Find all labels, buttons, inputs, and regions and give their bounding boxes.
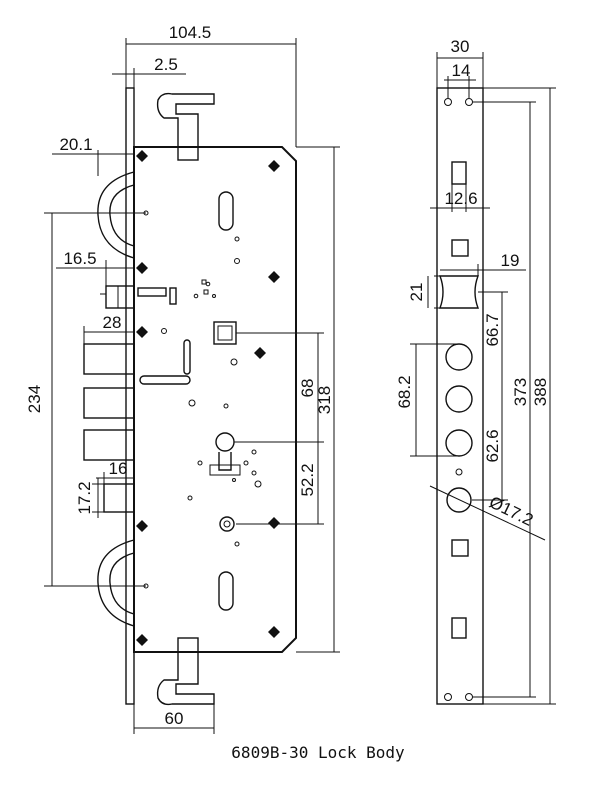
cylinder-cutout — [215, 432, 235, 471]
side-bolt-hole-1 — [445, 343, 473, 371]
dim-center-span: 373 — [511, 378, 530, 406]
dim-faceplate-offset: 2.5 — [154, 55, 178, 74]
front-small-holes — [143, 210, 262, 589]
lower-cam-hole — [219, 516, 235, 532]
latch-bolt — [105, 285, 135, 309]
bottom-hookbolt-inner — [109, 552, 135, 615]
dim-hole-spacing: 14 — [452, 61, 471, 80]
bottom-hook-base — [177, 637, 199, 653]
dim-slot-width: 12.6 — [444, 189, 477, 208]
dim-latch-height: 21 — [407, 283, 426, 302]
dim-latch-width: 19 — [501, 251, 520, 270]
side-small-hole — [455, 468, 463, 476]
dim-bolt-span: 234 — [25, 385, 44, 413]
side-slot-3 — [451, 539, 469, 557]
side-hole-br — [465, 693, 473, 701]
dim-overall-height: 388 — [531, 378, 550, 406]
side-view: 30 14 12.6 19 21 66.7 68.2 373 388 62.6 … — [395, 37, 556, 705]
front-dimension-lines — [44, 38, 340, 734]
side-faceplate — [436, 87, 484, 705]
dim-bolt-length: 28 — [103, 313, 122, 332]
top-hookbolt-outer — [97, 171, 135, 259]
latch-tail — [137, 287, 167, 297]
side-slot-2 — [451, 239, 469, 257]
side-slot-bottom — [451, 617, 467, 639]
bottom-slot — [218, 571, 234, 611]
aux-bolt — [103, 483, 135, 513]
side-hole-bl — [444, 693, 452, 701]
deadbolt-1 — [83, 343, 135, 375]
side-bolt-hole-3 — [445, 429, 473, 457]
side-latch-window — [438, 275, 480, 309]
side-hole-tl — [444, 98, 452, 106]
side-hole-tr — [465, 98, 473, 106]
dim-small-bolt-height: 17.2 — [75, 481, 94, 514]
dim-overall-width: 104.5 — [169, 23, 212, 42]
side-dimension-lines — [410, 52, 556, 705]
dim-side-bolt-span: 68.2 — [395, 375, 414, 408]
dim-body-height: 318 — [315, 386, 334, 414]
top-hook — [156, 92, 215, 147]
dim-cylinder-span: 62.6 — [483, 429, 502, 462]
dim-faceplate-width: 30 — [451, 37, 470, 56]
side-slot-top — [451, 161, 467, 185]
top-slot — [218, 191, 234, 231]
deadbolt-3 — [83, 429, 135, 461]
dim-small-bolt-width: 16 — [109, 459, 128, 478]
dim-side-handle-to-cylinder: 66.7 — [483, 313, 502, 346]
lock-body-outline — [133, 146, 297, 653]
top-hookbolt-inner — [109, 184, 135, 247]
side-aux-hole — [446, 487, 472, 513]
dim-latch-offset: 16.5 — [63, 249, 96, 268]
dim-handle-to-cylinder: 68 — [298, 379, 317, 398]
dim-cylinder-to-lower: 52.2 — [298, 463, 317, 496]
bottom-hook — [156, 652, 215, 706]
front-view: 104.5 2.5 20.1 16.5 28 234 16 17.2 68 31… — [25, 23, 340, 734]
front-screws — [136, 150, 280, 646]
drawing-caption: 6809B-30 Lock Body — [231, 743, 405, 762]
side-bolt-hole-2 — [445, 385, 473, 413]
dim-bottom-hook-width: 60 — [165, 709, 184, 728]
handle-follower — [213, 321, 237, 345]
bottom-hookbolt-outer — [97, 539, 135, 627]
deadbolt-2 — [83, 387, 135, 419]
latch-notch — [169, 287, 177, 305]
dim-top-hook-offset: 20.1 — [59, 135, 92, 154]
vertical-slot — [183, 339, 191, 375]
top-hook-base — [177, 146, 199, 161]
horizontal-slot — [139, 375, 191, 385]
